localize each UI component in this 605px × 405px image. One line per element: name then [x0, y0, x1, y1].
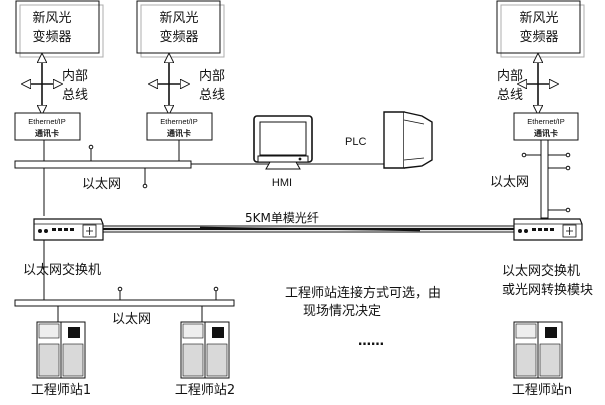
hmi-label: HMI [272, 177, 292, 189]
bus-label-2-line2: 总线 [199, 88, 225, 103]
ethernet-bus-top [14, 140, 390, 216]
switch-left-label: 以太网交换机 [23, 262, 101, 278]
note-line1: 工程师站连接方式可选，由 [285, 285, 441, 301]
bus-label-3-line2: 总线 [497, 88, 523, 103]
comm-card-2-name: 通讯卡 [167, 128, 191, 138]
plc-device [383, 111, 433, 169]
inverter-2: 新风光 变频器 [136, 0, 225, 58]
station-n-label: 工程师站n [512, 383, 572, 398]
inverter-2-name: 新风光 [159, 10, 198, 26]
comm-card-1-protocol: Ethernet/IP [28, 117, 66, 126]
station-n [513, 321, 563, 379]
bus-arrow-2 [153, 58, 185, 110]
hmi-monitor [253, 115, 313, 170]
switch-left [33, 218, 104, 241]
comm-card-3: Ethernet/IP 通讯卡 [513, 112, 579, 141]
station-1 [36, 321, 86, 379]
bus-arrow-1 [26, 58, 58, 110]
comm-card-3-name: 通讯卡 [534, 128, 558, 138]
inverter-1-name: 新风光 [32, 10, 71, 26]
switch-right-label-line2: 或光网转换模块 [502, 283, 593, 298]
ellipsis: …… [358, 334, 384, 349]
note-line2: 现场情况决定 [303, 304, 381, 319]
bus-label-1-line2: 总线 [62, 88, 88, 103]
fiber-label: 5KM单模光纤 [245, 211, 319, 225]
inverter-3-type: 变频器 [519, 29, 558, 45]
fiber-link [100, 225, 516, 233]
inverter-3-name: 新风光 [519, 10, 558, 26]
comm-card-1: Ethernet/IP 通讯卡 [14, 112, 81, 141]
inverter-1-type: 变频器 [32, 29, 71, 45]
ethernet-bus-bottom [14, 240, 235, 322]
plc-label: PLC [345, 136, 366, 148]
comm-card-1-name: 通讯卡 [35, 128, 59, 138]
inverter-1: 新风光 变频器 [15, 0, 104, 58]
inverter-2-type: 变频器 [159, 29, 198, 45]
bus-label-3-line1: 内部 [497, 68, 523, 84]
switch-right-label-line1: 以太网交换机 [502, 263, 580, 279]
comm-card-2-protocol: Ethernet/IP [160, 117, 198, 126]
ethernet-bottom-label: 以太网 [112, 312, 151, 327]
inverter-3: 新风光 变频器 [496, 0, 585, 58]
station-2 [180, 321, 230, 379]
ethernet-top-label: 以太网 [82, 177, 121, 192]
switch-right [513, 218, 583, 241]
bus-arrow-3 [522, 58, 554, 110]
ethernet-right-label: 以太网 [490, 175, 529, 190]
ethernet-bus-right [521, 139, 571, 219]
bus-label-1-line1: 内部 [62, 68, 88, 84]
station-2-label: 工程师站2 [175, 383, 235, 398]
comm-card-3-protocol: Ethernet/IP [527, 117, 565, 126]
bus-label-2-line1: 内部 [199, 68, 225, 84]
station-1-label: 工程师站1 [31, 383, 91, 398]
comm-card-2: Ethernet/IP 通讯卡 [146, 112, 213, 141]
